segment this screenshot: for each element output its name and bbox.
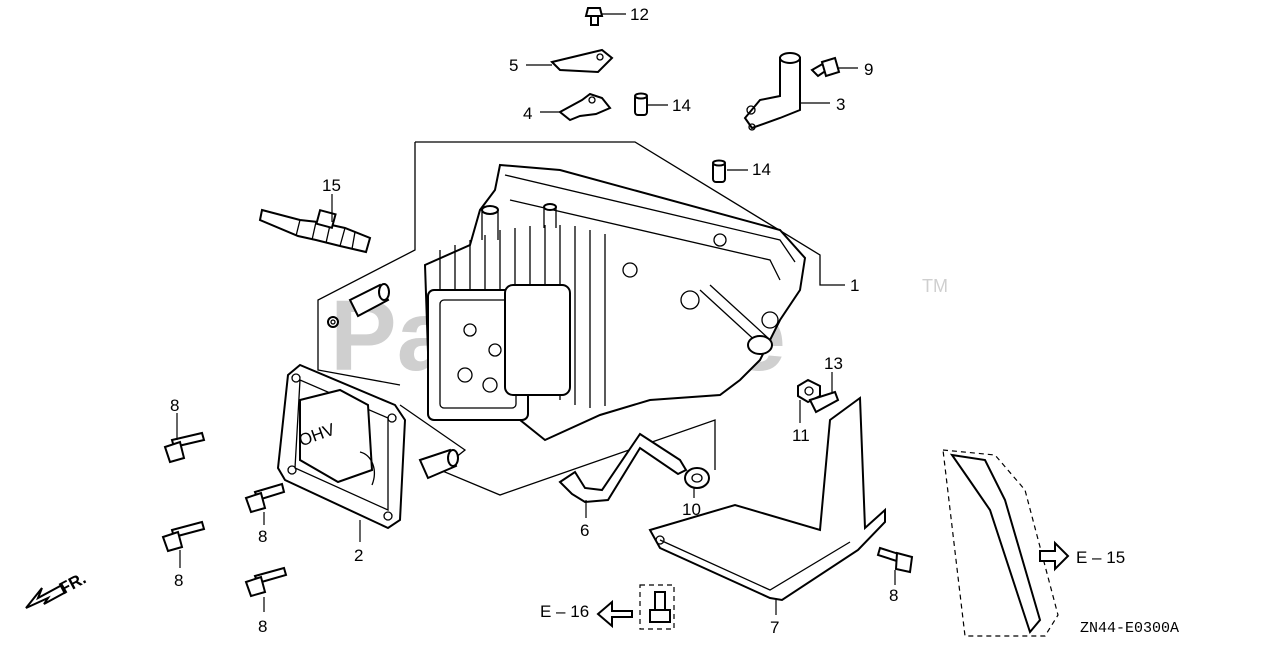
bolt-8-a[interactable] (163, 431, 206, 464)
callout-11[interactable]: 11 (792, 426, 810, 445)
ref-e15[interactable]: E – 15 (1076, 548, 1125, 567)
callout-2[interactable]: 2 (354, 546, 363, 565)
diagram-code: ZN44-E0300A (1080, 620, 1179, 637)
breather-pipe (481, 205, 499, 215)
dowel-pin-14-b[interactable] (712, 159, 726, 183)
watermark-trademark: TM (922, 276, 948, 296)
breather-hose[interactable] (949, 453, 1042, 635)
dowel-pin-upper (348, 283, 390, 318)
callout-8-e[interactable]: 8 (889, 586, 898, 605)
cylinder-group-bracket (317, 141, 845, 496)
washer-10[interactable] (684, 467, 710, 489)
bolt-8-c[interactable] (161, 520, 206, 553)
ref-e16[interactable]: E – 16 (540, 602, 589, 621)
callout-14-a[interactable]: 14 (672, 96, 691, 115)
callout-12[interactable]: 12 (630, 5, 649, 24)
callout-3[interactable]: 3 (836, 95, 845, 114)
callout-8-c[interactable]: 8 (174, 571, 183, 590)
callout-15[interactable]: 15 (322, 176, 341, 195)
callout-5[interactable]: 5 (509, 56, 518, 75)
nut-11[interactable] (797, 378, 821, 404)
bolt-8-e[interactable] (876, 546, 914, 574)
small-ring (327, 316, 339, 328)
callout-6[interactable]: 6 (580, 521, 589, 540)
callout-1[interactable]: 1 (850, 276, 859, 295)
callout-14-b[interactable]: 14 (752, 160, 771, 179)
bolt-9[interactable] (810, 56, 841, 78)
dowel-pin-14-a[interactable] (634, 92, 648, 116)
callout-7[interactable]: 7 (770, 618, 779, 637)
washer-13[interactable] (808, 390, 840, 414)
callout-labels: 1 2 3 4 5 6 7 8 8 8 8 8 9 10 11 12 13 14… (170, 5, 898, 637)
front-arrow (25, 583, 68, 609)
arrow-e15 (1039, 540, 1070, 572)
air-guide-plate[interactable] (648, 396, 886, 602)
bolt-8-b[interactable] (244, 482, 286, 514)
leader-lines (176, 13, 896, 615)
stay-bracket[interactable] (558, 92, 612, 122)
head-cover[interactable]: OHV (276, 363, 407, 530)
governor-rod[interactable] (558, 432, 688, 504)
callout-10[interactable]: 10 (682, 500, 701, 519)
arrow-e16 (596, 599, 633, 629)
callout-4[interactable]: 4 (523, 104, 532, 123)
breather-tube[interactable] (743, 52, 801, 131)
callout-8-b[interactable]: 8 (258, 527, 267, 546)
spark-plug[interactable] (258, 208, 372, 254)
e16-bolt[interactable] (654, 591, 666, 611)
bolt-12[interactable] (584, 7, 604, 26)
crank-boss (699, 284, 769, 346)
hose-box (942, 449, 1059, 637)
wire-plate[interactable] (550, 48, 614, 74)
callout-8-d[interactable]: 8 (258, 617, 267, 636)
cylinder-barrel (504, 284, 571, 396)
dowel-pin-lower (418, 448, 459, 480)
callout-9[interactable]: 9 (864, 60, 873, 79)
bolt-8-d[interactable] (244, 566, 288, 598)
e16-bolt-box (639, 584, 675, 630)
callout-13[interactable]: 13 (824, 354, 843, 373)
callout-8-a[interactable]: 8 (170, 396, 179, 415)
cylinder-block[interactable] (423, 163, 807, 442)
